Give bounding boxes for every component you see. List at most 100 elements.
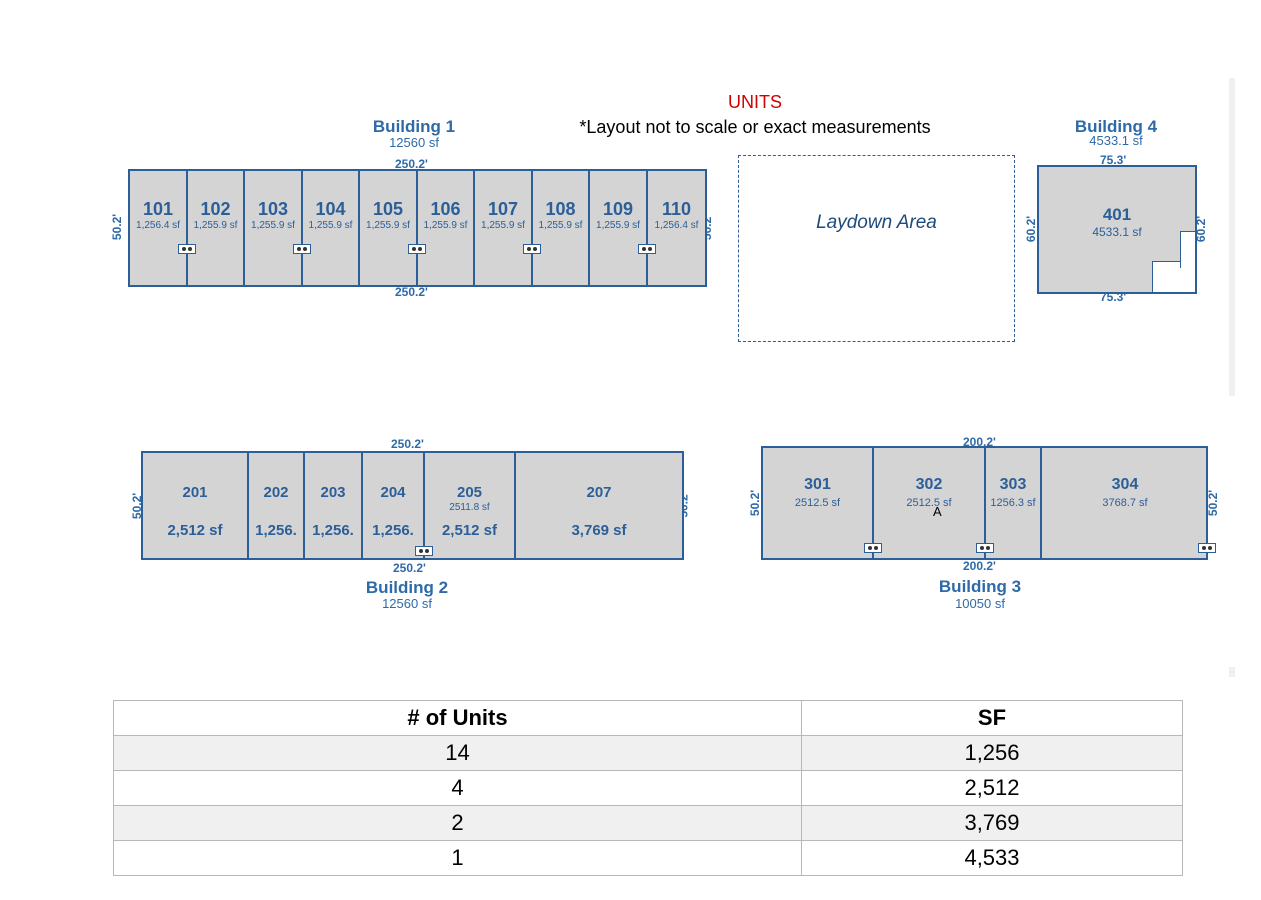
unit-302-sf: 2512.5 sf [906, 497, 952, 509]
unit-107-sf: 1,255.9 sf [481, 220, 525, 231]
unit-202-number: 202 [263, 484, 289, 501]
unit-204-number: 204 [380, 484, 406, 501]
unit-303: 303 1256.3 sf [986, 448, 1042, 558]
unit-204-sf: 1,256. [372, 522, 414, 539]
cell-sf: 2,512 [800, 770, 1184, 806]
unit-301-sf: 2512.5 sf [794, 497, 841, 509]
unit-203-sf: 1,256. [312, 522, 354, 539]
unit-202: 202 1,256. [249, 453, 305, 558]
cell-units: 14 [113, 735, 802, 771]
table-row: 14 1,256 [113, 735, 1184, 771]
building-3-dim-left: 50.2' [748, 489, 763, 517]
laydown-area-label: Laydown Area [816, 212, 937, 233]
unit-102-number: 102 [200, 199, 231, 219]
unit-106-sf: 1,255.9 sf [423, 220, 468, 231]
building-2-dim-bottom: 250.2' [393, 561, 426, 575]
unit-104-sf: 1,255.9 sf [308, 220, 353, 231]
table-row: 1 4,533 [113, 840, 1184, 876]
restroom-fixture-icon [1198, 543, 1216, 553]
building-1-dim-bottom: 250.2' [395, 285, 428, 299]
restroom-fixture-icon [864, 543, 882, 553]
cell-units: 2 [113, 805, 802, 841]
building-4-dim-bottom: 75.3' [1100, 290, 1127, 304]
unit-102-sf: 1,255.9 sf [193, 220, 238, 231]
building-3-dim-right: 50.2' [1206, 489, 1221, 517]
unit-201-sf: 2,512 sf [167, 522, 223, 539]
unit-103-sf: 1,255.9 sf [251, 220, 295, 231]
table-row: 4 2,512 [113, 770, 1184, 806]
unit-201-number: 201 [182, 484, 208, 501]
unit-107-number: 107 [487, 199, 519, 219]
unit-401-corridor [1180, 231, 1195, 268]
unit-101-sf: 1,256.4 sf [136, 220, 180, 231]
unit-105-sf: 1,255.9 sf [366, 220, 410, 231]
unit-303-number: 303 [999, 476, 1027, 493]
cell-sf: 4,533 [800, 840, 1184, 876]
unit-108-sf: 1,255.9 sf [538, 220, 583, 231]
unit-205-number: 205 [456, 484, 483, 501]
unit-105-number: 105 [372, 199, 404, 219]
laydown-area: Laydown Area [738, 155, 1015, 342]
unit-203-number: 203 [320, 484, 346, 501]
restroom-fixture-icon [178, 244, 196, 254]
cell-sf: 3,769 [800, 805, 1184, 841]
building-4-outline: 401 4533.1 sf [1037, 165, 1197, 294]
restroom-fixture-icon [638, 244, 656, 254]
scrollbar-track[interactable] [1229, 78, 1235, 396]
building-3-dim-bottom: 200.2' [963, 559, 996, 573]
unit-304-number: 304 [1111, 476, 1139, 493]
table-row: 2 3,769 [113, 805, 1184, 841]
restroom-fixture-icon [976, 543, 994, 553]
building-1-sf: 12560 sf [389, 135, 439, 150]
building-1-dim-top: 250.2' [395, 157, 428, 171]
building-3-dim-top: 200.2' [963, 435, 996, 449]
unit-304: 304 3768.7 sf [1042, 448, 1216, 558]
unit-207: 207 3,769 sf [516, 453, 682, 558]
unit-303-sf: 1256.3 sf [990, 497, 1036, 509]
unit-108-number: 108 [545, 199, 576, 219]
unit-109-number: 109 [602, 199, 634, 219]
unit-202-sf: 1,256. [255, 522, 297, 539]
page-title: UNITS [728, 92, 782, 112]
unit-101-number: 101 [142, 199, 174, 219]
building-2-sf: 12560 sf [382, 596, 432, 611]
table-header-row: # of Units SF [113, 700, 1184, 736]
restroom-fixture-icon [415, 546, 433, 556]
building-4-dim-left: 60.2' [1024, 215, 1039, 243]
unit-302-marker: A [933, 504, 942, 519]
unit-104-number: 104 [315, 199, 346, 219]
unit-201: 201 2,512 sf [143, 453, 249, 558]
unit-304-sf: 3768.7 sf [1102, 497, 1148, 509]
unit-301-number: 301 [804, 476, 831, 493]
unit-203: 203 1,256. [305, 453, 363, 558]
column-header-sf: SF [800, 700, 1184, 736]
restroom-fixture-icon [408, 244, 426, 254]
unit-109-sf: 1,255.9 sf [596, 220, 640, 231]
building-4-dim-top: 75.3' [1100, 153, 1127, 167]
unit-207-sf: 3,769 sf [571, 522, 627, 539]
unit-110-sf: 1,256.4 sf [654, 220, 699, 231]
building-1-dim-left: 50.2' [110, 213, 125, 241]
building-4-name: Building 4 [1074, 117, 1158, 136]
unit-106-number: 106 [430, 199, 461, 219]
building-3-sf: 10050 sf [955, 596, 1005, 611]
building-4-sf: 4533.1 sf [1089, 133, 1143, 148]
unit-401-number: 401 [1102, 205, 1132, 224]
units-summary-table: # of Units SF 14 1,256 4 2,512 2 3,769 1… [113, 700, 1184, 876]
unit-207-number: 207 [586, 484, 612, 501]
cell-units: 1 [113, 840, 802, 876]
scrollbar-track-lower[interactable] [1229, 667, 1235, 677]
